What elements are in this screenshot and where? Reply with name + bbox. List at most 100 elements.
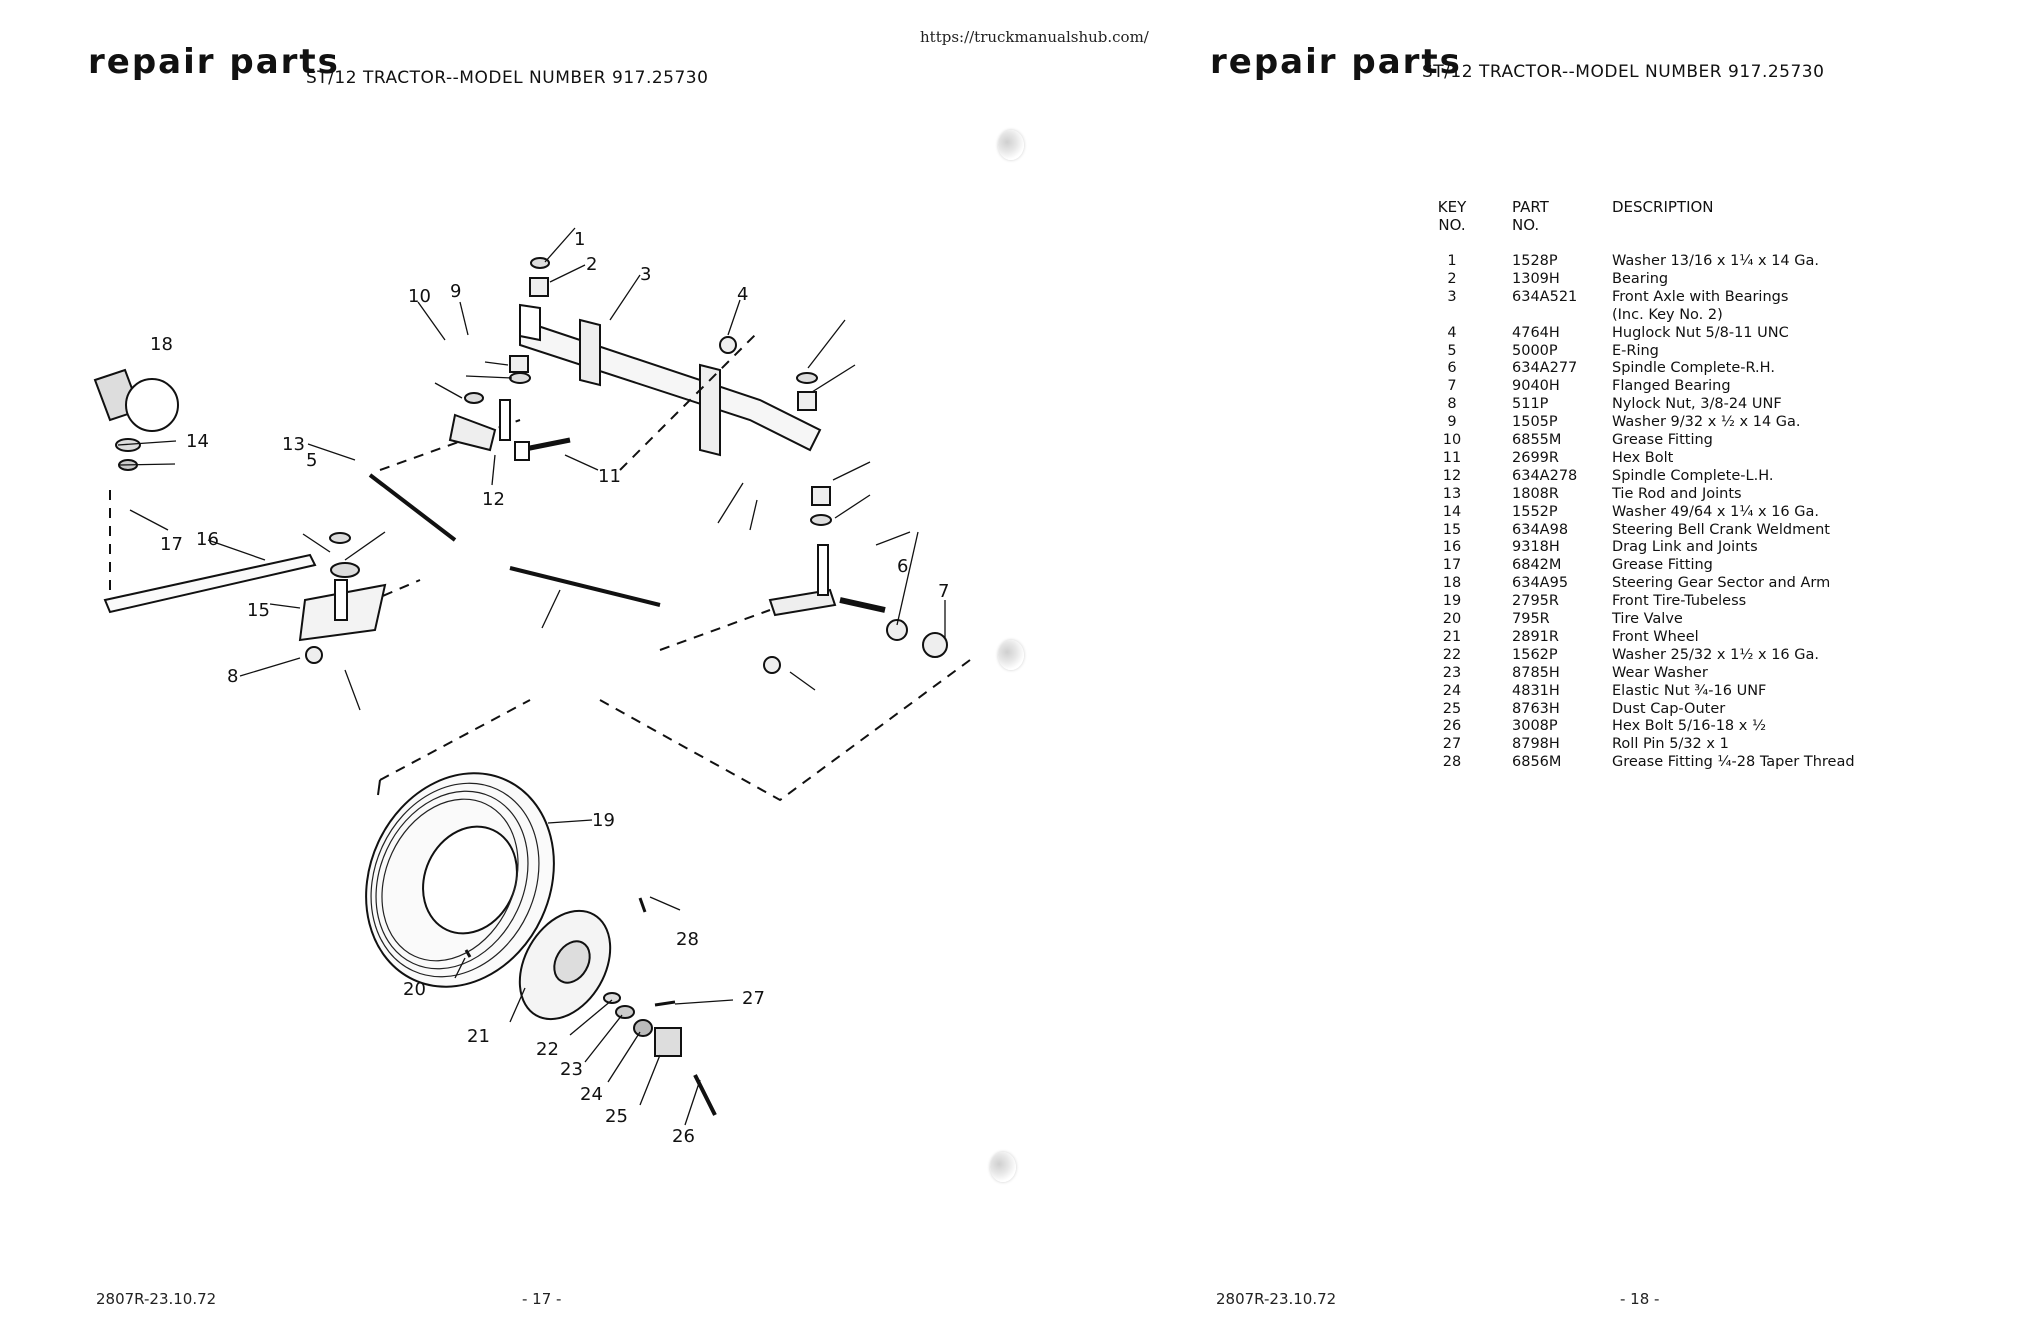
part-no-cell: 6842M [1512, 557, 1562, 574]
part-no-cell: 634A278 [1512, 467, 1578, 484]
page-title: repair parts [88, 42, 340, 82]
footer-code: 2807R-23.10.72 [96, 1290, 217, 1308]
callout-10: 10 [408, 286, 431, 307]
part-no-cell: 511P [1512, 396, 1549, 413]
callout-21: 21 [467, 1026, 490, 1047]
callout-5: 5 [306, 450, 317, 471]
spindle-lh [448, 413, 497, 452]
part-no-cell: 1808R [1512, 485, 1559, 502]
key-no-cell: 12 [1442, 467, 1462, 484]
key-no-cell: 4 [1447, 324, 1457, 341]
page-subtitle: ST/12 TRACTOR--MODEL NUMBER 917.25730 [306, 68, 709, 88]
table-row: 21 2891R Front Wheel [1432, 629, 1952, 647]
key-no-cell: 26 [1442, 718, 1462, 735]
drag-link [103, 553, 317, 614]
callout-20: 20 [403, 979, 426, 1000]
part-no-cell: 1562P [1512, 646, 1558, 663]
axle-bracket-right [699, 363, 721, 457]
key-no-cell: 9 [1447, 414, 1457, 431]
description-cell: Front Wheel [1612, 628, 1699, 645]
exploded-parts-diagram: 1 2 3 4 5 6 7 8 9 10 11 12 13 14 15 16 1… [93, 227, 971, 1147]
header-key-no: KEY NO. [1437, 198, 1467, 234]
spindle-rh [768, 588, 837, 617]
callout-17: 17 [160, 534, 183, 555]
key-no-cell: 22 [1442, 646, 1462, 663]
callout-8: 8 [227, 666, 238, 687]
key-no-cell: 19 [1442, 593, 1462, 610]
part-no-cell: 4831H [1512, 682, 1560, 699]
callout-11: 11 [598, 466, 621, 487]
description-cell: Tie Rod and Joints [1612, 485, 1742, 502]
key-no-cell: 16 [1442, 539, 1462, 556]
part-no-cell: 3008P [1512, 718, 1558, 735]
description-cell: Dust Cap-Outer [1612, 700, 1726, 717]
callout-13: 13 [282, 434, 305, 455]
part-no-cell: 1552P [1512, 503, 1558, 520]
part-no-cell: 2891R [1512, 628, 1559, 645]
description-cell: Washer 13/16 x 1¼ x 14 Ga. [1612, 253, 1819, 269]
description-cell: Grease Fitting [1612, 432, 1713, 448]
callout-14: 14 [186, 431, 209, 452]
key-no-cell: 11 [1442, 449, 1462, 466]
description-cell: Flanged Bearing [1612, 378, 1731, 395]
description-cell: Elastic Nut ¾-16 UNF [1612, 682, 1767, 699]
page-number: - 17 - [522, 1290, 562, 1308]
key-no-cell: 5 [1447, 342, 1457, 359]
page-subtitle: ST/12 TRACTOR--MODEL NUMBER 917.25730 [1422, 62, 1825, 82]
callout-19: 19 [592, 810, 615, 831]
callout-27: 27 [742, 988, 765, 1009]
description-cell: Hex Bolt [1612, 449, 1674, 466]
description-cell: Tire Valve [1612, 611, 1683, 627]
key-no-cell: 1 [1447, 253, 1457, 269]
callout-9: 9 [450, 281, 461, 302]
key-no-cell: 10 [1442, 432, 1462, 448]
key-no-cell: 21 [1442, 628, 1462, 645]
description-cell: Bearing [1612, 270, 1669, 287]
punch-hole [998, 130, 1024, 160]
part-no-cell: 2795R [1512, 593, 1559, 610]
key-no-cell: 25 [1442, 700, 1462, 717]
key-no-cell: 23 [1442, 664, 1462, 681]
callout-2: 2 [586, 254, 597, 275]
steering-gear-sector [125, 378, 179, 432]
callout-15: 15 [247, 600, 270, 621]
key-no-cell: 27 [1442, 736, 1462, 753]
page-title: repair parts [1210, 42, 1462, 82]
description-cell: Washer 25/32 x 1½ x 16 Ga. [1612, 646, 1819, 663]
key-no-cell: 7 [1447, 378, 1457, 395]
description-cell: Washer 9/32 x ½ x 14 Ga. [1612, 414, 1801, 431]
callout-23: 23 [560, 1059, 583, 1080]
part-no-cell: 9318H [1512, 539, 1560, 556]
part-no-cell: 5000P [1512, 342, 1558, 359]
header-part-no: PART NO. [1512, 198, 1549, 234]
part-no-cell: 1528P [1512, 253, 1558, 269]
callout-25: 25 [605, 1106, 628, 1127]
punch-hole [998, 640, 1024, 670]
part-no-cell: 4764H [1512, 324, 1560, 341]
table-row: 1 1528P Washer 13/16 x 1¼ x 14 Ga. [1432, 253, 1952, 271]
key-no-cell: 8 [1447, 396, 1457, 413]
description-cell: Front Axle with Bearings [1612, 288, 1789, 305]
part-no-cell: 634A277 [1512, 360, 1578, 377]
key-no-cell: 15 [1442, 521, 1462, 538]
part-no-cell: 8798H [1512, 736, 1560, 753]
page-number: - 18 - [1620, 1290, 1660, 1308]
callout-26: 26 [672, 1126, 695, 1147]
callout-18: 18 [150, 334, 173, 355]
